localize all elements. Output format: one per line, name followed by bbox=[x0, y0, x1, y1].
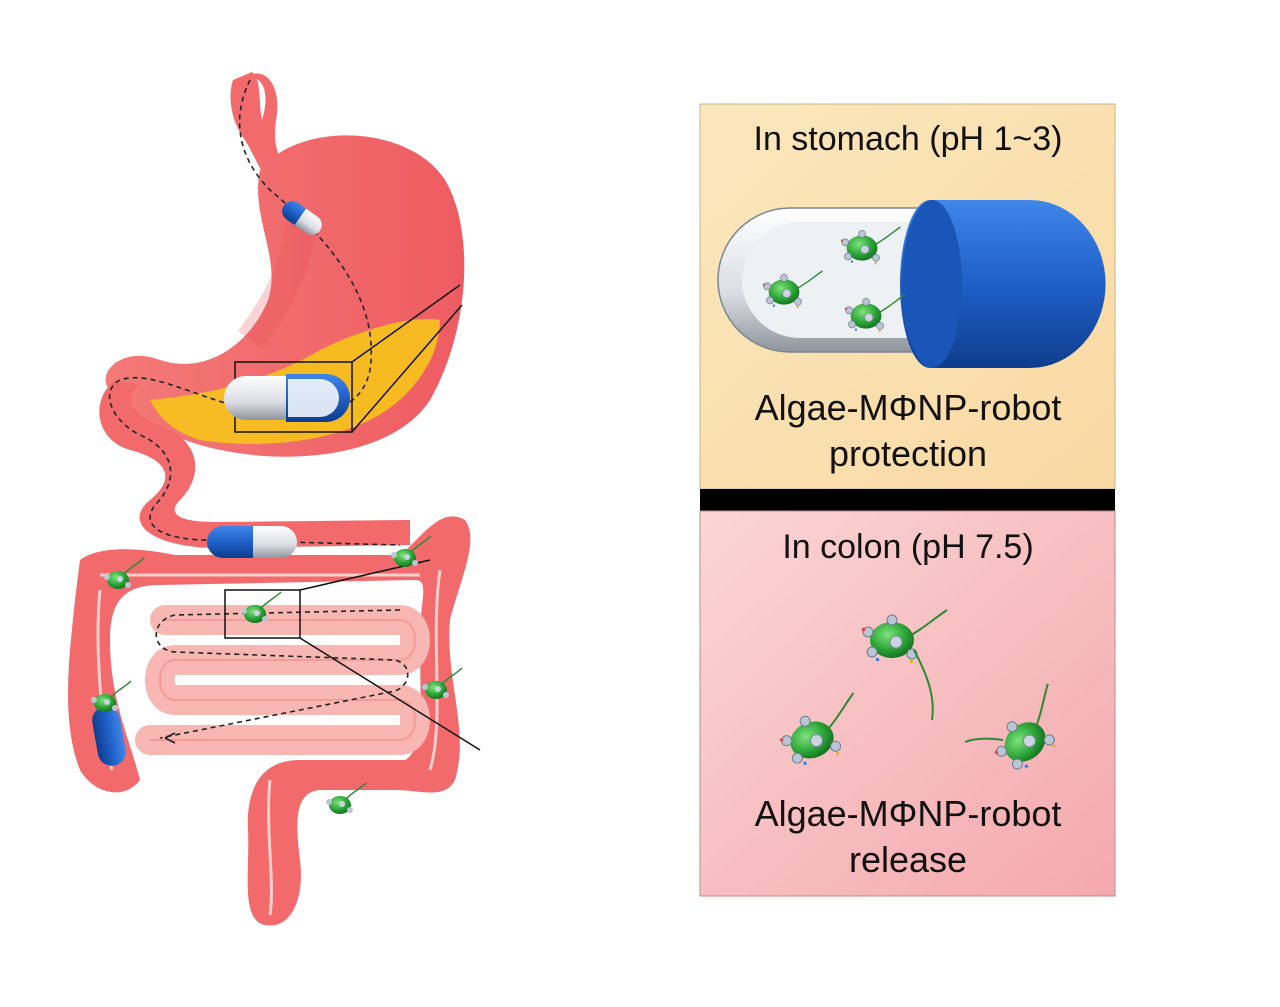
small-intestine bbox=[135, 605, 430, 755]
digestive-tract-illustration bbox=[68, 72, 481, 926]
stomach-panel-caption-line1: Algae-MΦNP-robot bbox=[755, 387, 1062, 428]
stomach-panel: In stomach (pH 1~3) Algae-MΦNP-robot pro… bbox=[699, 103, 1116, 490]
panel-divider bbox=[700, 489, 1115, 511]
colon-zoom-box bbox=[224, 589, 301, 639]
colon-panel-caption-line2: release bbox=[849, 839, 967, 880]
capsule-icon bbox=[92, 706, 126, 766]
colon-panel: In colon (pH 7.5) Algae-MΦNP-robot relea… bbox=[699, 510, 1116, 897]
stomach-panel-caption-line2: protection bbox=[829, 433, 987, 474]
capsule-icon bbox=[224, 374, 350, 422]
capsule-icon bbox=[207, 526, 297, 558]
stomach-panel-heading: In stomach (pH 1~3) bbox=[754, 120, 1063, 158]
esophagus bbox=[240, 73, 300, 190]
colon-panel-caption-line1: Algae-MΦNP-robot bbox=[755, 793, 1062, 834]
colon-panel-heading: In colon (pH 7.5) bbox=[782, 528, 1033, 566]
capsule-icon bbox=[282, 201, 322, 235]
duodenum bbox=[99, 380, 410, 548]
